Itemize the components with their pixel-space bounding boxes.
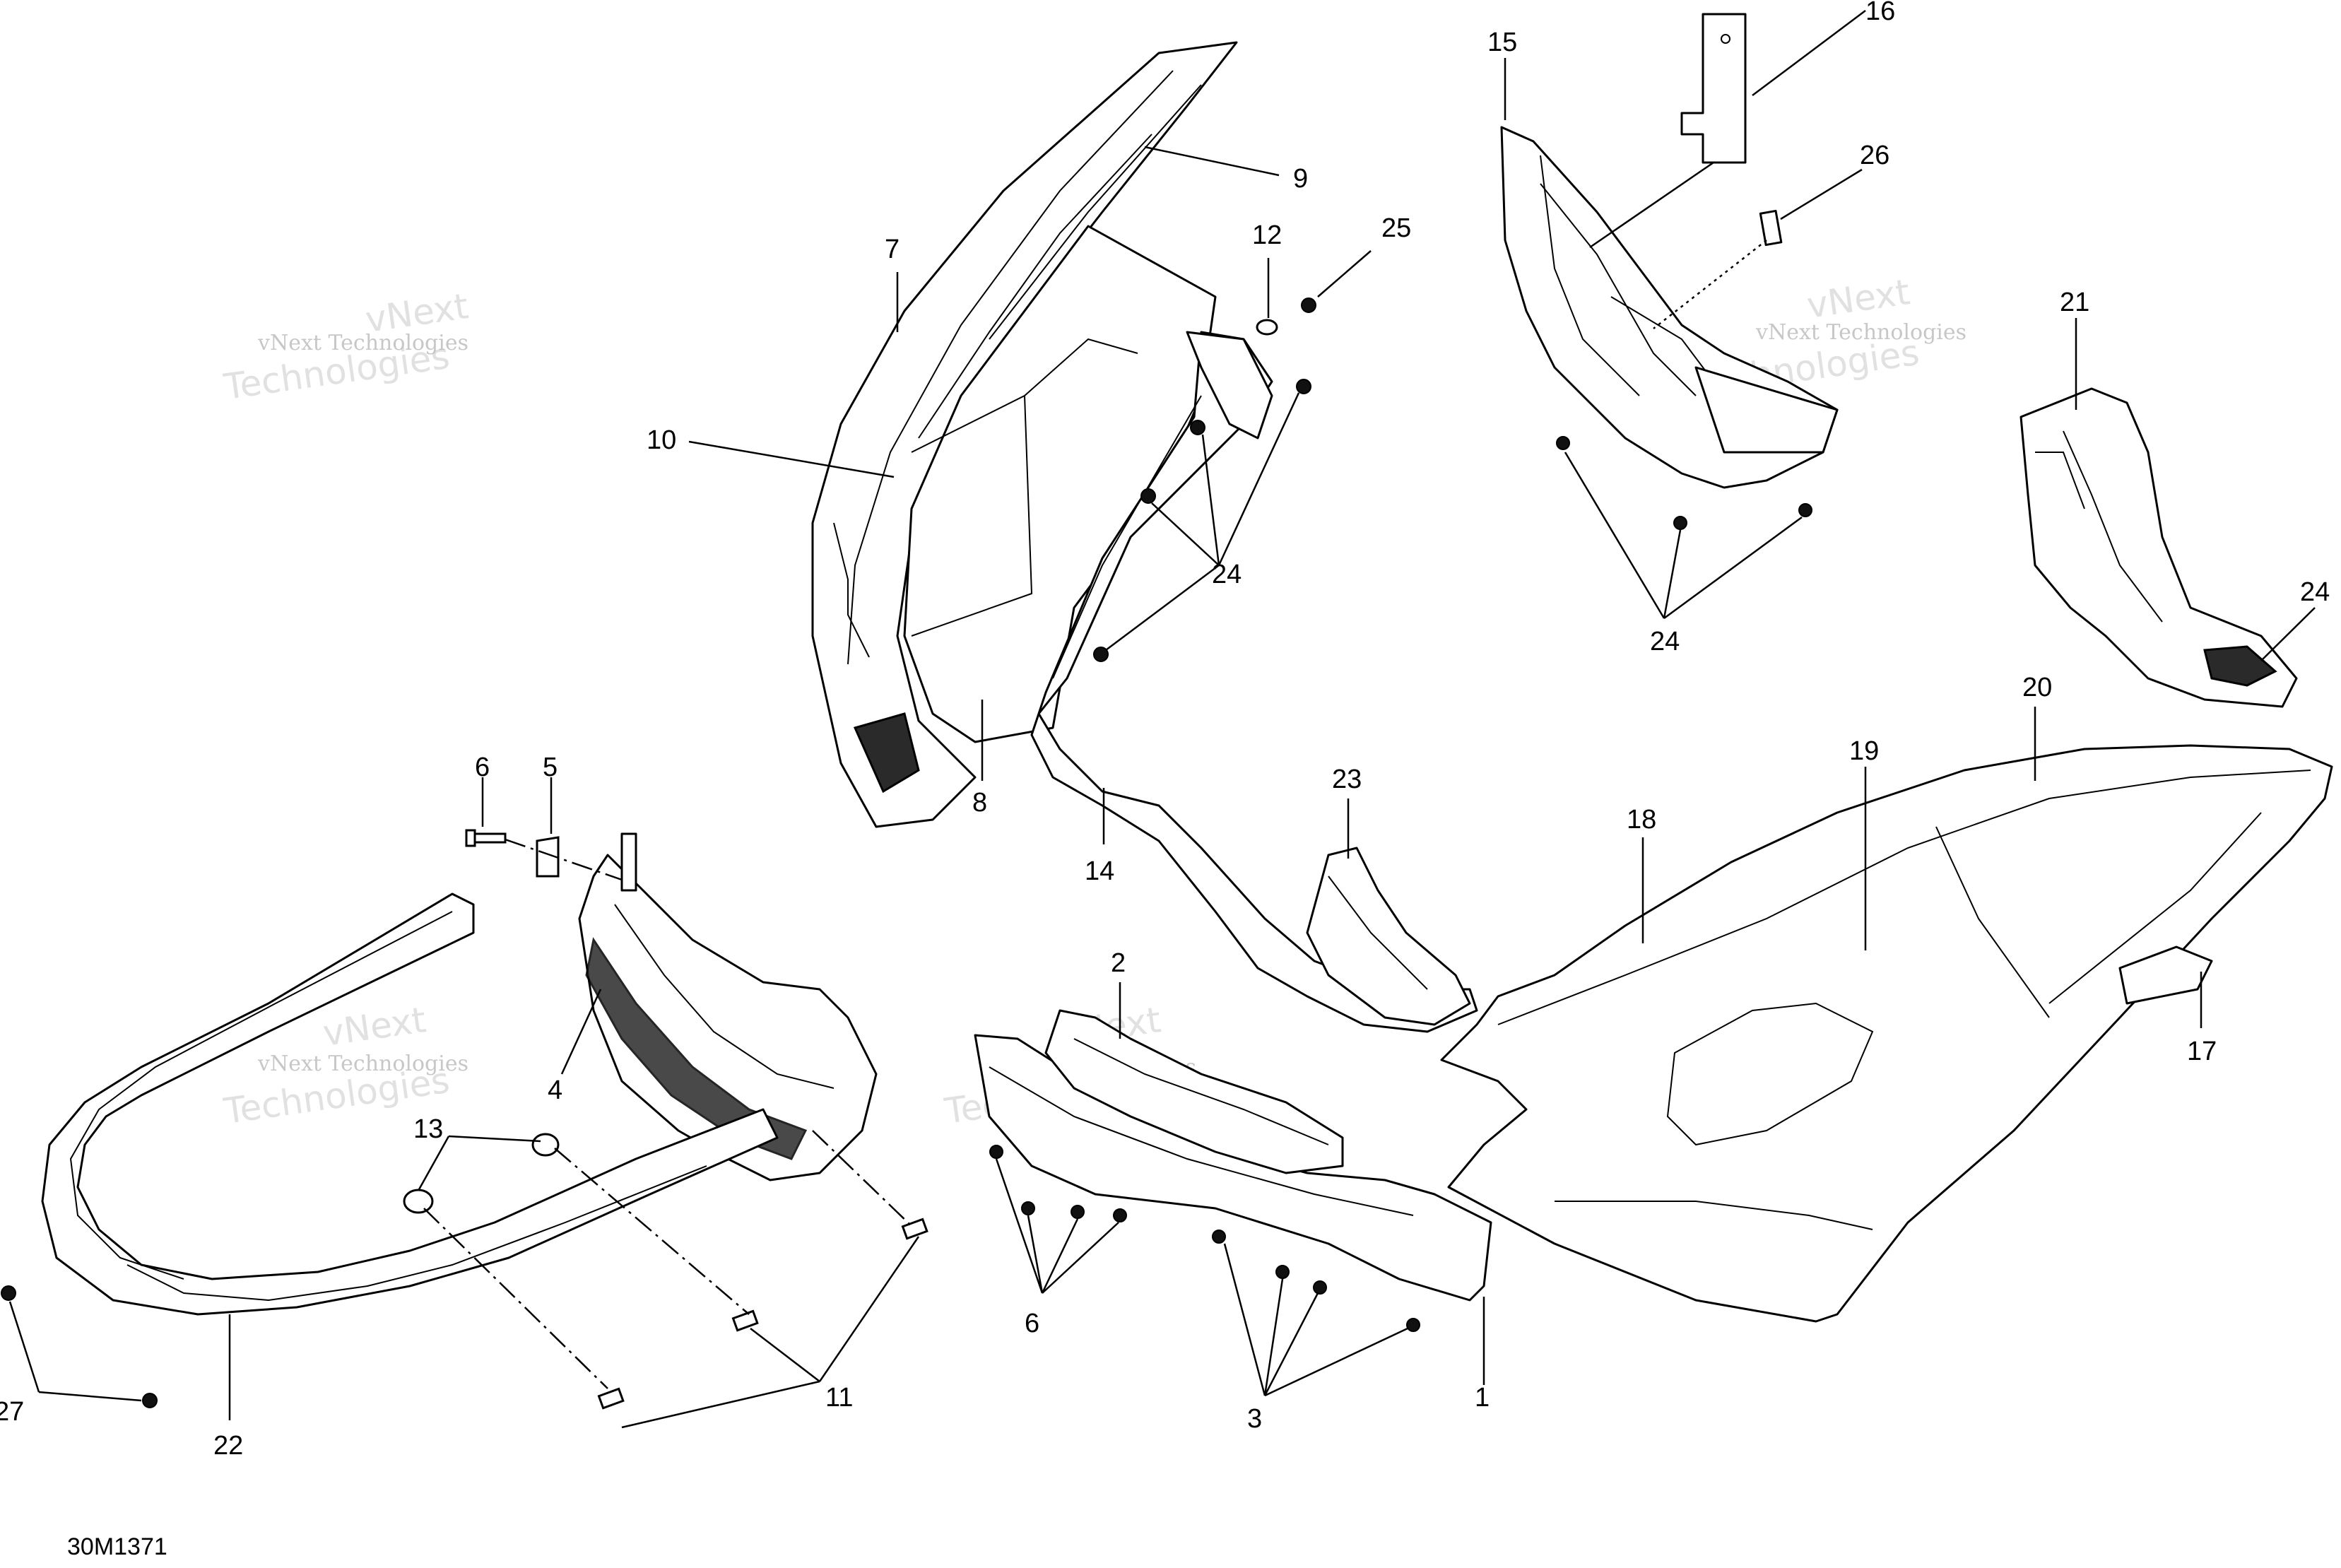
callout-22: 22 [213, 1431, 243, 1461]
callout-10: 10 [647, 425, 676, 455]
callout-11: 11 [825, 1383, 853, 1413]
screws-part-3 [1212, 1230, 1420, 1332]
trim-part-17 [2118, 945, 2213, 1005]
screws-part-24-center [1093, 379, 1311, 662]
svg-text:vNext: vNext [321, 999, 429, 1054]
callout-labels: 1 2 3 4 5 6 6 7 8 9 10 11 12 13 14 15 16… [0, 0, 2330, 1461]
callout-21: 21 [2060, 288, 2089, 317]
callout-7: 7 [885, 235, 900, 264]
svg-text:vNext Technologies: vNext Technologies [1755, 320, 1966, 345]
lower-panel-part-2 [1044, 1009, 1344, 1174]
callout-24-far-right: 24 [2300, 577, 2330, 607]
callout-3: 3 [1247, 1404, 1262, 1434]
callout-4: 4 [548, 1075, 562, 1105]
grille-part-4 [578, 832, 878, 1181]
bolt-part-11-c [901, 1218, 928, 1240]
callout-18: 18 [1627, 805, 1656, 835]
callout-12: 12 [1252, 220, 1282, 250]
screws-part-24-right [1556, 436, 1812, 530]
label-part-26 [1759, 209, 1783, 247]
mirror-bracket-part-12 [1186, 331, 1273, 440]
mount-bracket-part-23 [1306, 847, 1471, 1026]
nut-part-13-b [403, 1189, 434, 1214]
side-panel-part-19 [1440, 744, 2333, 1323]
callout-6-top: 6 [475, 753, 490, 782]
callout-27: 27 [0, 1397, 24, 1427]
callout-19: 19 [1849, 736, 1879, 766]
callout-17: 17 [2187, 1037, 2217, 1066]
side-panel-part-15 [1500, 126, 1839, 489]
washer-part-12 [1256, 319, 1278, 336]
bolt-part-11-a [731, 1309, 759, 1332]
label-part-16 [1680, 13, 1747, 164]
reference-code: 30M1371 [67, 1533, 167, 1560]
clip-part-5 [536, 836, 560, 878]
svg-text:vNext: vNext [1805, 271, 1913, 326]
lower-panel-part-1 [974, 1034, 1492, 1302]
watermark-top-left: vNext Technologies Technologies vNext [221, 285, 471, 408]
nut-part-27-a [1, 1285, 16, 1301]
callout-13: 13 [413, 1114, 443, 1144]
callout-6-bottom: 6 [1025, 1309, 1039, 1338]
bumper-part-22 [41, 892, 779, 1316]
callout-15: 15 [1487, 28, 1517, 57]
callout-24-center: 24 [1212, 560, 1242, 589]
callout-23: 23 [1332, 765, 1362, 794]
callout-1: 1 [1475, 1383, 1490, 1413]
callout-20: 20 [2022, 673, 2052, 702]
callout-9: 9 [1293, 164, 1308, 194]
svg-text:vNext Technologies: vNext Technologies [257, 331, 468, 355]
callout-5: 5 [543, 753, 558, 782]
callout-2: 2 [1111, 948, 1126, 978]
screws-part-6-bottom [989, 1145, 1127, 1222]
callout-16: 16 [1865, 0, 1895, 26]
screw-part-25 [1301, 297, 1316, 313]
callout-25: 25 [1381, 213, 1411, 243]
callout-14: 14 [1085, 856, 1114, 886]
leader-lines [8, 10, 2316, 1429]
side-bracket-part-21 [2019, 387, 2298, 708]
bolt-part-11-b [597, 1387, 625, 1410]
svg-text:vNext Technologies: vNext Technologies [257, 1051, 468, 1076]
callout-24-right: 24 [1650, 627, 1680, 656]
callout-26: 26 [1860, 141, 1889, 170]
bolt-part-6-top [465, 829, 507, 847]
front-fairing-part-7 [811, 41, 1238, 828]
nut-part-27-b [142, 1393, 158, 1408]
callout-8: 8 [972, 788, 987, 818]
nut-part-13-a [531, 1133, 560, 1157]
